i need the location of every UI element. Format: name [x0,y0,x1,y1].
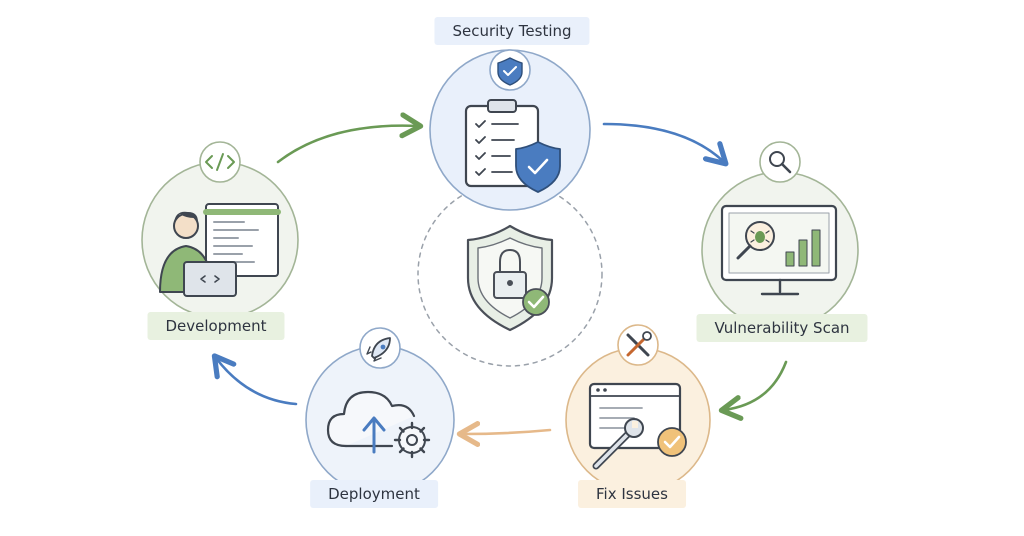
fix-issues-node [565,324,711,493]
arrow-vulnerability-scan-to-fix-issues [718,360,788,421]
vulnerability-scan-node [701,141,859,329]
rocket-icon [359,327,401,369]
clipboard-checklist-icon [464,99,561,193]
developer-laptop-icon [159,203,281,297]
arrow-development-to-security-testing [276,112,424,164]
code-icon [199,141,241,183]
tools-icon [617,324,659,366]
vulnerability-scan-label: Vulnerability Scan [696,314,868,342]
deployment-label: Deployment [310,480,438,508]
cloud-upload-gear-icon [326,390,431,459]
development-label: Development [147,312,285,340]
deployment-node [305,327,455,495]
arrow-security-testing-to-vulnerability-scan [602,122,729,167]
monitor-bug-scan-icon [720,204,838,296]
arrow-fix-issues-to-deployment [456,420,552,447]
security-testing-label: Security Testing [434,17,590,45]
fix-issues-label: Fix Issues [578,480,686,508]
arrow-deployment-to-development [211,353,298,406]
center-node [417,181,603,367]
browser-wrench-icon [588,382,687,470]
shield-lock-check-icon [466,224,554,332]
development-node [141,141,299,319]
shield-check-icon [489,49,531,91]
security-testing-node [429,49,591,211]
magnifier-icon [759,141,801,183]
